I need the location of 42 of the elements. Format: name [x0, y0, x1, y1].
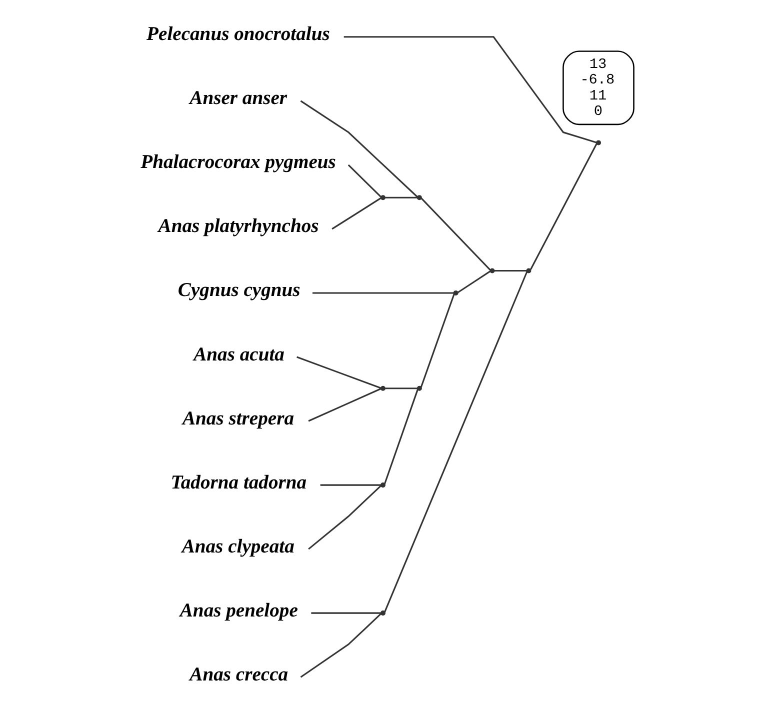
node-point [380, 195, 385, 200]
node-point [489, 268, 494, 274]
connector [383, 271, 528, 612]
node-point [595, 140, 601, 146]
node-text: Anas crecca [189, 664, 288, 686]
node-text: Anser anser [189, 88, 287, 110]
node-point [380, 482, 385, 488]
connector [320, 484, 380, 486]
node-point [452, 290, 458, 296]
connector [343, 36, 596, 144]
node-text: Anas acuta [193, 344, 284, 366]
node-text: Anas penelope [179, 600, 298, 622]
node-text: Cygnus cygnus [177, 280, 300, 302]
connector [300, 613, 381, 678]
node-point [380, 386, 385, 391]
connector [308, 485, 381, 550]
connector [420, 198, 490, 270]
connector [456, 270, 490, 294]
node-text: Phalacrocorax pygmeus [140, 152, 336, 174]
connector [384, 196, 417, 198]
node-point [416, 386, 422, 391]
connector [347, 164, 381, 198]
connector [300, 100, 418, 198]
connector [494, 270, 526, 272]
node-point [380, 610, 385, 616]
node-text: Anas strepera [182, 408, 294, 430]
connector [310, 612, 380, 614]
node-text: Tadorna tadorna [170, 472, 306, 494]
connector [383, 389, 418, 484]
connector [312, 292, 454, 294]
node-text: Anas clypeata [181, 536, 294, 558]
node-point [416, 195, 422, 200]
connector [529, 143, 597, 270]
connector [420, 294, 454, 388]
connector [308, 388, 381, 422]
connector [384, 388, 417, 390]
node-text: Anas platyrhynchos [158, 216, 318, 238]
node-box: 13 -6.8 11 0 [562, 50, 634, 126]
connector [331, 197, 382, 230]
connector [296, 356, 380, 389]
node-point [526, 268, 531, 274]
node-text: Pelecanus onocrotalus [146, 24, 330, 46]
